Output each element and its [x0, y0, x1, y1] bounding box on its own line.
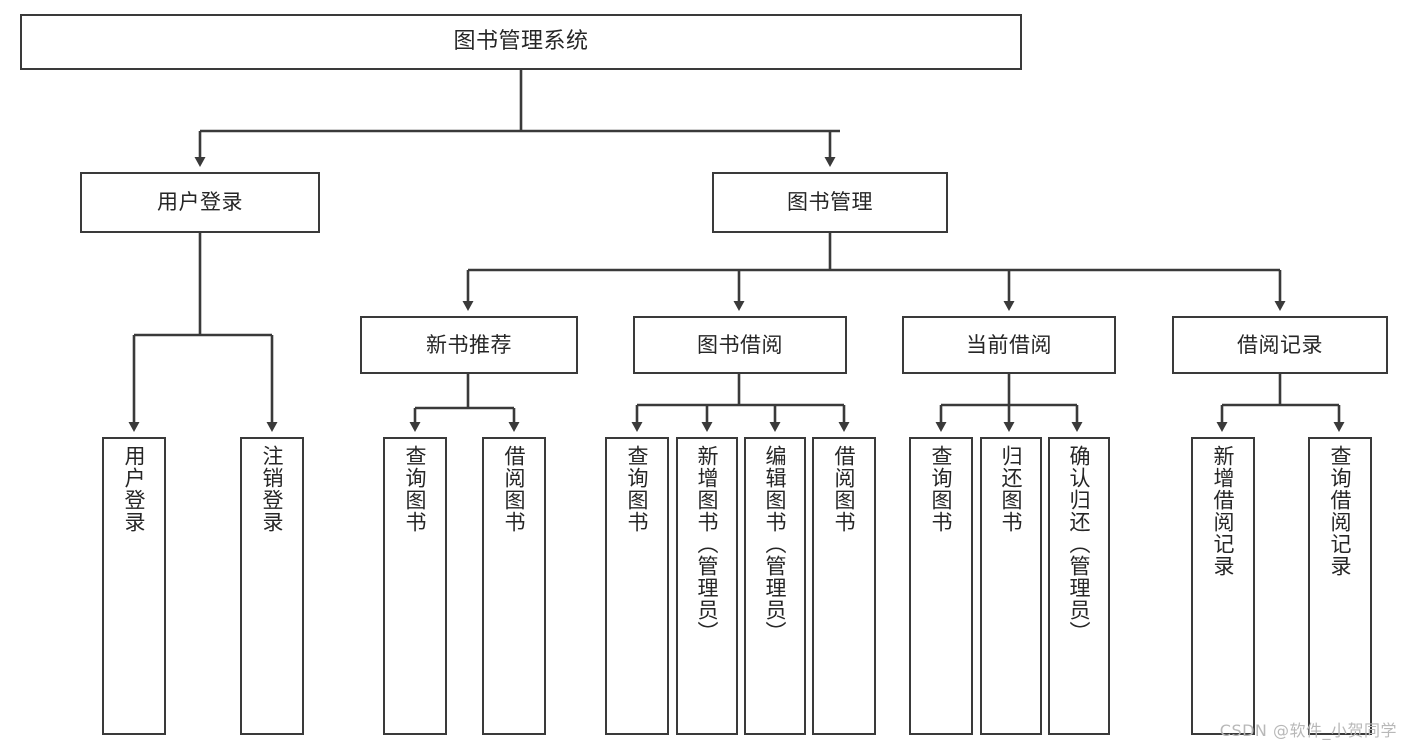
leaf-query-book-1[interactable]: 查询图书 — [383, 437, 447, 735]
leaf-confirm-return-label: 确认归还（管理员） — [1067, 445, 1092, 643]
leaf-query-book-1-label: 查询图书 — [403, 445, 428, 533]
node-new-book-recommend-label: 新书推荐 — [426, 332, 512, 357]
leaf-query-record-label: 查询借阅记录 — [1328, 445, 1353, 577]
node-book-manage[interactable]: 图书管理 — [712, 172, 948, 233]
leaf-add-record-label: 新增借阅记录 — [1211, 445, 1236, 577]
leaf-return-book-label: 归还图书 — [999, 445, 1024, 533]
leaf-edit-book[interactable]: 编辑图书（管理员） — [744, 437, 806, 735]
node-current-borrow[interactable]: 当前借阅 — [902, 316, 1116, 374]
leaf-borrow-book-2-label: 借阅图书 — [832, 445, 857, 533]
node-user-login-label: 用户登录 — [157, 190, 243, 215]
node-book-borrow[interactable]: 图书借阅 — [633, 316, 847, 374]
node-new-book-recommend[interactable]: 新书推荐 — [360, 316, 578, 374]
leaf-user-login[interactable]: 用户登录 — [102, 437, 166, 735]
node-root[interactable]: 图书管理系统 — [20, 14, 1022, 70]
leaf-query-book-2[interactable]: 查询图书 — [605, 437, 669, 735]
node-user-login[interactable]: 用户登录 — [80, 172, 320, 233]
leaf-query-book-2-label: 查询图书 — [625, 445, 650, 533]
leaf-add-book-label: 新增图书（管理员） — [695, 445, 720, 643]
leaf-confirm-return[interactable]: 确认归还（管理员） — [1048, 437, 1110, 735]
node-book-manage-label: 图书管理 — [787, 190, 873, 215]
leaf-query-record[interactable]: 查询借阅记录 — [1308, 437, 1372, 735]
leaf-borrow-book-1-label: 借阅图书 — [502, 445, 527, 533]
leaf-borrow-book-2[interactable]: 借阅图书 — [812, 437, 876, 735]
csdn-watermark: CSDN @软件_小贺同学 — [1219, 721, 1397, 740]
node-borrow-record[interactable]: 借阅记录 — [1172, 316, 1388, 374]
leaf-query-book-3[interactable]: 查询图书 — [909, 437, 973, 735]
node-borrow-record-label: 借阅记录 — [1237, 332, 1323, 357]
leaf-user-login-label: 用户登录 — [122, 445, 147, 533]
leaf-logout-login-label: 注销登录 — [260, 445, 285, 533]
leaf-add-record[interactable]: 新增借阅记录 — [1191, 437, 1255, 735]
node-book-borrow-label: 图书借阅 — [697, 332, 783, 357]
leaf-logout-login[interactable]: 注销登录 — [240, 437, 304, 735]
leaf-return-book[interactable]: 归还图书 — [980, 437, 1042, 735]
leaf-borrow-book-1[interactable]: 借阅图书 — [482, 437, 546, 735]
leaf-add-book[interactable]: 新增图书（管理员） — [676, 437, 738, 735]
node-root-label: 图书管理系统 — [453, 29, 589, 55]
node-current-borrow-label: 当前借阅 — [966, 332, 1052, 357]
leaf-edit-book-label: 编辑图书（管理员） — [763, 445, 788, 643]
leaf-query-book-3-label: 查询图书 — [929, 445, 954, 533]
